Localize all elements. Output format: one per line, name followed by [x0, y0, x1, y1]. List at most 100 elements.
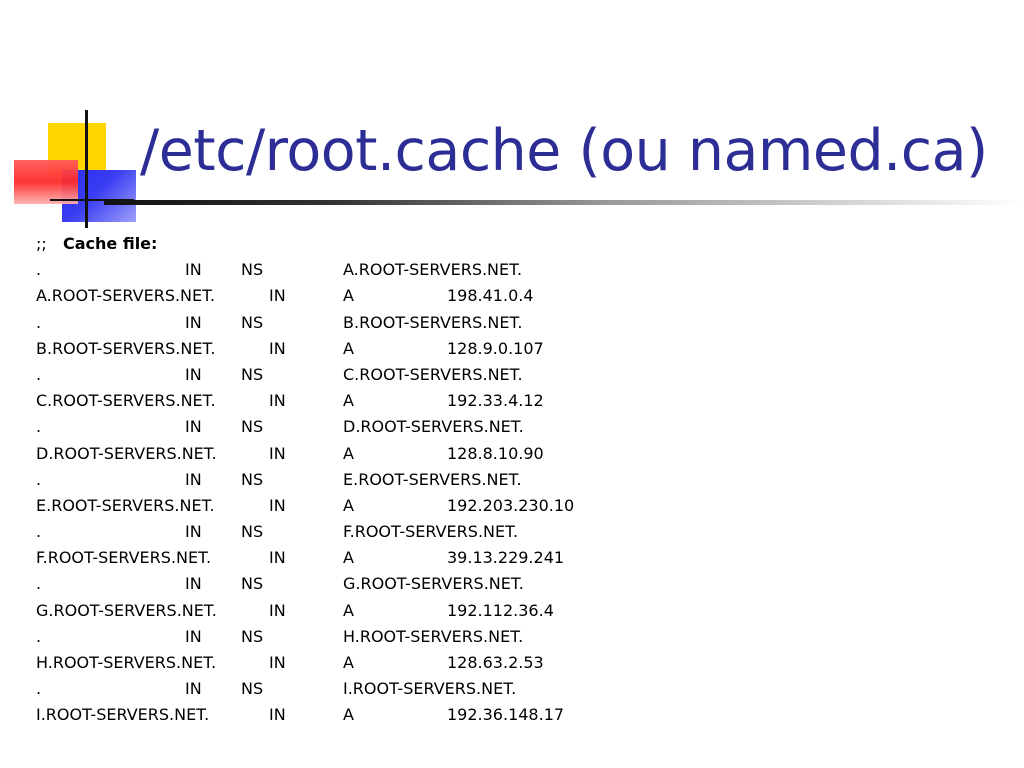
record-name: F.ROOT-SERVERS.NET.	[36, 548, 212, 568]
record-name: .	[36, 469, 42, 489]
ns-record-row: . IN NS B.ROOT-SERVERS.NET.	[36, 310, 716, 336]
comment-label: Cache file:	[63, 234, 158, 253]
record-class: IN	[185, 626, 202, 646]
ns-record-row: . IN NS C.ROOT-SERVERS.NET.	[36, 362, 716, 388]
record-name: .	[36, 574, 42, 594]
record-name: .	[36, 364, 42, 384]
record-type: NS	[241, 364, 264, 384]
record-type: NS	[241, 626, 264, 646]
record-name: .	[36, 679, 42, 699]
a-record-row: G.ROOT-SERVERS.NET. IN A 192.112.36.4	[36, 598, 716, 624]
ns-record-row: . IN NS A.ROOT-SERVERS.NET.	[36, 257, 716, 283]
record-name: C.ROOT-SERVERS.NET.	[36, 391, 216, 411]
record-type: A	[343, 548, 354, 568]
logo-horizontal-line	[50, 199, 134, 201]
record-name: .	[36, 312, 42, 332]
record-type: A	[343, 705, 354, 725]
record-data: C.ROOT-SERVERS.NET.	[343, 364, 523, 384]
record-class: IN	[185, 574, 202, 594]
a-record-row: F.ROOT-SERVERS.NET. IN A 39.13.229.241	[36, 545, 716, 571]
ns-record-row: . IN NS I.ROOT-SERVERS.NET.	[36, 676, 716, 702]
a-record-row: B.ROOT-SERVERS.NET. IN A 128.9.0.107	[36, 336, 716, 362]
record-data: 192.33.4.12	[447, 391, 544, 411]
record-type: NS	[241, 679, 264, 699]
record-type: NS	[241, 574, 264, 594]
record-class: IN	[185, 260, 202, 280]
record-class: IN	[185, 312, 202, 332]
record-name: I.ROOT-SERVERS.NET.	[36, 705, 210, 725]
slide-logo	[0, 0, 150, 230]
record-class: IN	[269, 600, 286, 620]
record-name: .	[36, 417, 42, 437]
record-class: IN	[269, 495, 286, 515]
record-class: IN	[269, 705, 286, 725]
record-data: 192.112.36.4	[447, 600, 554, 620]
record-type: A	[343, 600, 354, 620]
record-class: IN	[269, 548, 286, 568]
record-data: 128.8.10.90	[447, 443, 544, 463]
record-data: A.ROOT-SERVERS.NET.	[343, 260, 523, 280]
record-data: 39.13.229.241	[447, 548, 565, 568]
record-type: NS	[241, 469, 264, 489]
a-record-row: E.ROOT-SERVERS.NET. IN A 192.203.230.10	[36, 493, 716, 519]
title-underline	[104, 200, 1024, 205]
record-data: 192.203.230.10	[447, 495, 575, 515]
record-type: A	[343, 653, 354, 672]
a-record-row: C.ROOT-SERVERS.NET. IN A 192.33.4.12	[36, 388, 716, 414]
record-name: .	[36, 626, 42, 646]
record-name: A.ROOT-SERVERS.NET.	[36, 286, 216, 306]
record-data: B.ROOT-SERVERS.NET.	[343, 312, 523, 332]
record-name: B.ROOT-SERVERS.NET.	[36, 338, 216, 358]
record-class: IN	[185, 417, 202, 437]
record-class: IN	[269, 338, 286, 358]
record-type: A	[343, 443, 354, 463]
record-name: D.ROOT-SERVERS.NET.	[36, 443, 217, 463]
ns-record-row: . IN NS F.ROOT-SERVERS.NET.	[36, 519, 716, 545]
record-type: A	[343, 338, 354, 358]
logo-red-square	[14, 160, 78, 204]
record-data: 128.63.2.53	[447, 653, 544, 672]
slide-title: /etc/root.cache (ou named.ca)	[140, 118, 988, 184]
a-record-row: D.ROOT-SERVERS.NET. IN A 128.8.10.90	[36, 441, 716, 467]
ns-record-row: . IN NS D.ROOT-SERVERS.NET.	[36, 414, 716, 440]
record-class: IN	[185, 679, 202, 699]
record-name: .	[36, 522, 42, 542]
comment-prefix: ;;	[36, 234, 47, 253]
cache-file-listing: ;; Cache file: . IN NS A.ROOT-SERVERS.NE…	[36, 231, 716, 729]
record-name: H.ROOT-SERVERS.NET.	[36, 653, 217, 672]
record-class: IN	[269, 443, 286, 463]
ns-record-row: . IN NS G.ROOT-SERVERS.NET.	[36, 571, 716, 597]
a-record-row: A.ROOT-SERVERS.NET. IN A 198.41.0.4	[36, 283, 716, 309]
comment-line: ;; Cache file:	[36, 231, 716, 257]
record-class: IN	[269, 286, 286, 306]
ns-record-row: . IN NS E.ROOT-SERVERS.NET.	[36, 467, 716, 493]
record-class: IN	[185, 469, 202, 489]
record-class: IN	[185, 364, 202, 384]
record-data: G.ROOT-SERVERS.NET.	[343, 574, 524, 594]
logo-vertical-line	[85, 110, 88, 228]
ns-record-row: . IN NS H.ROOT-SERVERS.NET.	[36, 624, 716, 650]
record-type: NS	[241, 312, 264, 332]
record-name: G.ROOT-SERVERS.NET.	[36, 600, 217, 620]
record-data: 128.9.0.107	[447, 338, 544, 358]
record-class: IN	[269, 653, 286, 672]
record-type: A	[343, 391, 354, 411]
record-name: E.ROOT-SERVERS.NET.	[36, 495, 215, 515]
record-type: NS	[241, 417, 264, 437]
record-type: NS	[241, 522, 264, 542]
record-type: NS	[241, 260, 264, 280]
record-class: IN	[269, 391, 286, 411]
record-data: E.ROOT-SERVERS.NET.	[343, 469, 522, 489]
record-data: F.ROOT-SERVERS.NET.	[343, 522, 519, 542]
record-type: A	[343, 495, 354, 515]
record-data: 192.36.148.17	[447, 705, 565, 725]
record-data: 198.41.0.4	[447, 286, 534, 306]
a-record-row: H.ROOT-SERVERS.NET. IN A 128.63.2.53	[36, 650, 716, 676]
a-record-row: I.ROOT-SERVERS.NET. IN A 192.36.148.17	[36, 702, 716, 728]
record-type: A	[343, 286, 354, 306]
record-data: D.ROOT-SERVERS.NET.	[343, 417, 524, 437]
record-class: IN	[185, 522, 202, 542]
record-name: .	[36, 260, 42, 280]
record-data: I.ROOT-SERVERS.NET.	[343, 679, 517, 699]
record-data: H.ROOT-SERVERS.NET.	[343, 626, 524, 646]
